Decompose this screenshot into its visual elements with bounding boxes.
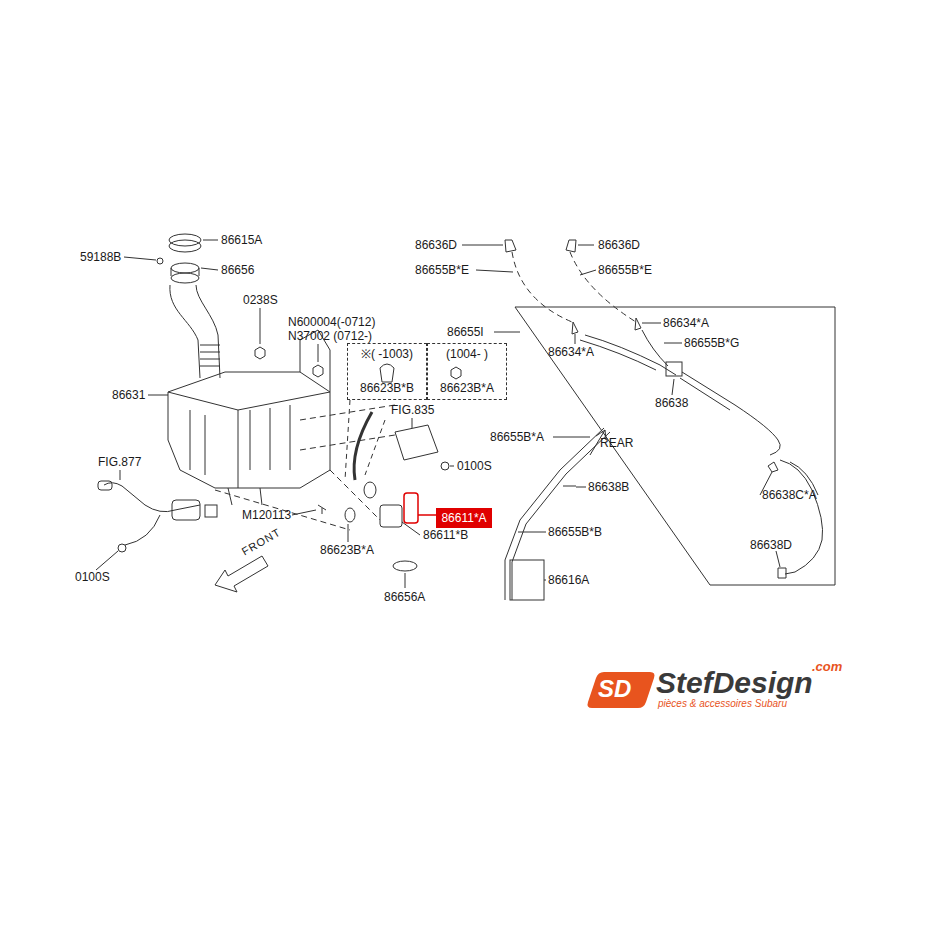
part-number: 86634*A [548,346,594,358]
part-number: FIG.877 [98,456,141,468]
part-number: 86634*A [663,317,709,329]
part-number: 86636D [598,239,640,251]
part-number: M120113 [242,509,291,521]
part-number: 86655B*B [548,526,602,538]
part-number: 86623B*A [320,544,374,556]
dashed-variant-box: (1004- ) 86623B*A [427,343,507,400]
part-number: 86655B*G [684,337,739,349]
logo-mark: SD [598,677,631,701]
node-text: 86623B*B [360,382,414,394]
part-number: 86615A [221,234,262,246]
highlighted-pump [404,493,436,523]
direction-label: FRONT [240,527,283,558]
node-text: 86611*A [441,512,486,524]
part-number: 86655B*A [490,431,544,443]
node-text: 86623B*A [440,382,494,394]
direction-label: REAR [600,437,633,449]
part-number: 0238S [243,294,278,306]
part-number: 86656 [221,264,254,276]
part-number: N37002 (0712-) [288,330,372,342]
part-number: 86638C*A [762,489,817,501]
part-number: 86655B*E [598,264,652,276]
part-number: 86611*B [423,529,468,541]
part-number: 86616A [548,574,589,586]
part-number: 86655I [447,326,484,338]
dashed-variant-box: ※( -1003) 86623B*B [347,343,427,400]
part-number: 59188B [80,251,121,263]
node-text: ※( -1003) [361,348,413,360]
part-number: FIG.835 [391,404,434,416]
logo-badge [588,672,655,708]
part-number: 86638B [588,481,629,493]
node-text: (1004- ) [446,348,488,360]
part-number: 86638D [750,539,792,551]
line-art [96,234,835,600]
logo-text: StefDesign [656,668,813,698]
part-number: 86655B*E [415,264,469,276]
part-number: 86631 [112,389,145,401]
highlight-callout: 86611*A [436,508,492,528]
part-number: 86638 [655,397,688,409]
part-number: 86636D [415,239,457,251]
part-number: 0100S [457,460,492,472]
part-number: N600004(-0712) [288,316,375,328]
part-number: 0100S [75,571,110,583]
part-number: 86656A [384,591,425,603]
logo-text: .com [812,660,842,673]
logo-tagline: pièces & accessoires Subaru [658,699,787,709]
